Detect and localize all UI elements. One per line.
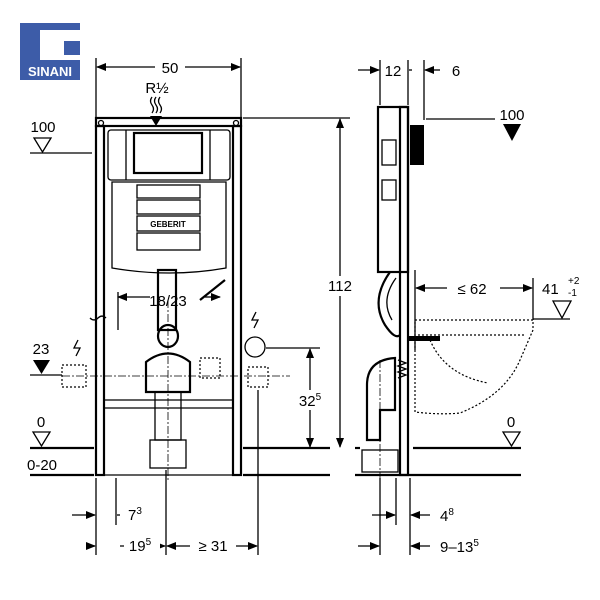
flush-pipe (377, 271, 401, 338)
floor-range-label: 0-20 (27, 457, 57, 474)
level-0-left: 0 (37, 414, 45, 431)
tolerance-plus: +2 (568, 276, 580, 287)
actuator-plate (410, 125, 424, 165)
drain-height-dimension: 325 (299, 392, 322, 410)
level-100-left: 100 (30, 119, 55, 136)
frame-left-leg (94, 124, 106, 477)
height-112-dimension: 112 (328, 278, 352, 295)
actuator-opening (132, 131, 204, 175)
brand-label: GEBERIT (150, 220, 186, 229)
level-23: 23 (33, 341, 50, 358)
water-icon (89, 315, 107, 321)
lightning-icon (72, 311, 260, 357)
bottom-dim-4-8: 48 (440, 507, 454, 525)
water-connection-label: R½ (145, 80, 169, 97)
frame-right-leg (231, 124, 243, 477)
level-100-right: 100 (499, 107, 524, 124)
tolerance-minus: -1 (568, 288, 577, 299)
bottom-dim-9-13-5: 9–135 (440, 538, 479, 556)
sinani-logo: SINANI (20, 23, 80, 80)
drain-bend (365, 356, 397, 442)
bowl-projection-dimension: ≤ 62 (457, 281, 486, 298)
depth-12-dimension: 12 (385, 63, 402, 80)
width-dimension: 50 (162, 60, 179, 77)
drain-connector (144, 352, 192, 394)
seat-height-dimension: 41 (542, 281, 559, 298)
level-marker-icon (501, 431, 522, 448)
toilet-bowl-outline (414, 319, 534, 415)
level-marker-icon (32, 137, 53, 154)
logo-text: SINANI (28, 64, 72, 79)
front-view: 50 R½ GEBERIT 18/23 (27, 58, 358, 555)
cistern-brand-plate (136, 215, 201, 232)
side-frame-post (398, 105, 410, 477)
level-0-right: 0 (507, 414, 515, 431)
depth-6-dimension: 6 (452, 63, 460, 80)
bottom-dim-7-3: 73 (128, 506, 142, 524)
cistern-body (111, 181, 227, 274)
bottom-dim-19-5: 195 (129, 537, 152, 555)
water-supply-icon (149, 96, 163, 114)
frame-top-rail (94, 116, 243, 128)
side-view: 12 6 100 ≤ 62 41 +2 -1 0 (355, 60, 580, 556)
level-marker-icon (551, 300, 573, 320)
level-marker-filled-icon (33, 360, 50, 374)
level-marker-filled-icon (503, 124, 521, 141)
bottom-dim-31: ≥ 31 (198, 538, 227, 555)
level-marker-icon (31, 431, 52, 448)
electric-connection (244, 336, 266, 358)
